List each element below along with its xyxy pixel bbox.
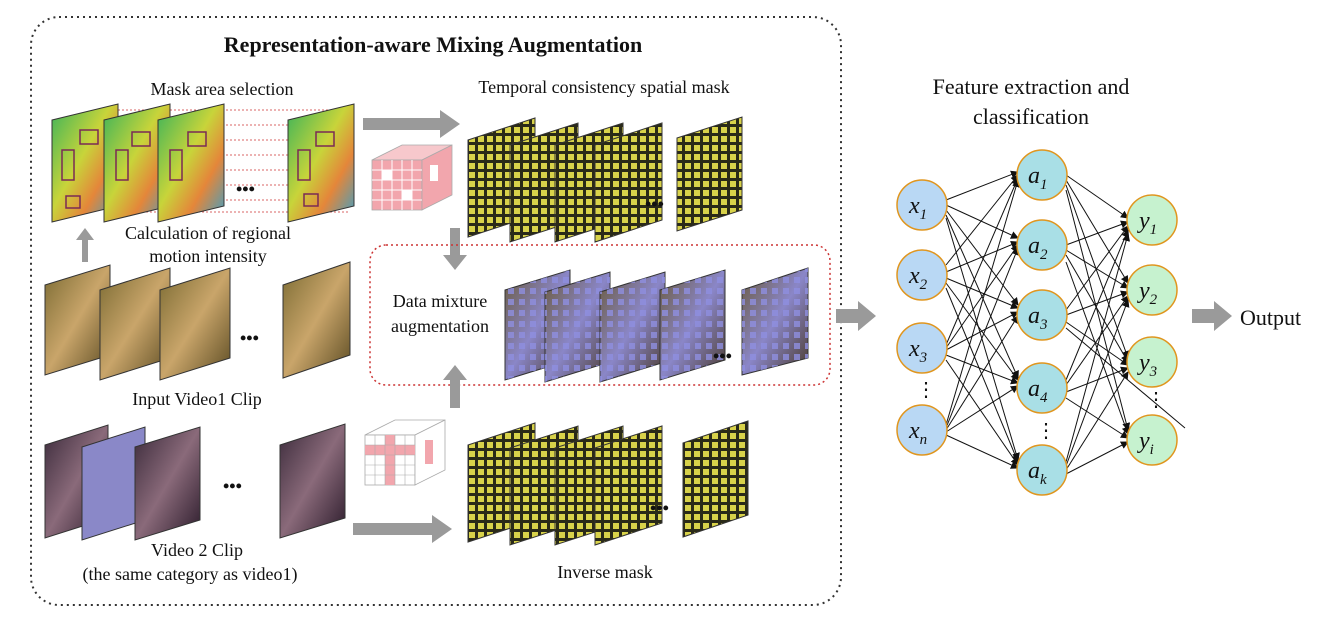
arrow-right-bottom	[353, 515, 452, 543]
ellipsis-video2: •••	[223, 476, 242, 496]
svg-text:ak: ak	[1028, 458, 1047, 488]
input-node-x1: x1	[896, 179, 948, 231]
inverse-mask-frames	[467, 420, 749, 546]
arrow-to-output	[1192, 301, 1232, 331]
hidden-node-a3: a3	[1016, 289, 1068, 341]
svg-text:y2: y2	[1137, 278, 1158, 308]
svg-text:yi: yi	[1137, 428, 1154, 458]
hidden-node-a1: a1	[1016, 149, 1068, 201]
video2-frames	[44, 423, 346, 541]
output-layer: y1 y2 y3 ⋮ yi	[1126, 194, 1178, 466]
ellipsis-video1: •••	[240, 328, 259, 348]
output-node-y1: y1	[1126, 194, 1178, 246]
svg-text:y1: y1	[1137, 208, 1157, 238]
mixture-frames	[504, 267, 809, 383]
svg-text:x2: x2	[908, 263, 928, 293]
ellipsis-inverse: •••	[650, 498, 669, 518]
network-edges	[945, 170, 1186, 475]
input-layer: x1 x2 x3 ⋮ xn	[896, 179, 948, 456]
mixture-box	[369, 244, 831, 386]
label-feature-1: Feature extraction and	[933, 74, 1130, 99]
svg-text:x1: x1	[908, 193, 927, 223]
svg-text:a3: a3	[1028, 303, 1048, 333]
svg-text:x3: x3	[908, 336, 927, 366]
input-node-x3: x3	[896, 322, 948, 374]
label-output: Output	[1240, 305, 1301, 330]
hidden-node-ak: ak	[1016, 444, 1068, 496]
ellipsis-heatmap: •••	[236, 179, 255, 199]
label-feature-2: classification	[973, 104, 1089, 129]
svg-text:xn: xn	[908, 418, 927, 448]
video1-frames	[44, 261, 351, 381]
output-node-y3: y3	[1126, 336, 1178, 388]
label-temporal-mask: Temporal consistency spatial mask	[478, 77, 729, 97]
ellipsis-mixture: •••	[713, 346, 732, 366]
input-vdots: ⋮	[916, 379, 936, 401]
label-regional-motion-1: Calculation of regional	[125, 223, 291, 243]
svg-text:a4: a4	[1028, 376, 1048, 406]
arrow-to-network	[836, 301, 876, 331]
svg-text:y3: y3	[1137, 350, 1157, 380]
label-data-mixture-2: augmentation	[391, 316, 489, 336]
input-node-x2: x2	[896, 249, 948, 301]
label-regional-motion-2: motion intensity	[149, 246, 267, 266]
label-data-mixture-1: Data mixture	[393, 291, 487, 311]
mask-cube-bottom	[364, 419, 446, 486]
label-input-video1: Input Video1 Clip	[132, 389, 262, 409]
arrow-right-top	[363, 110, 460, 138]
temporal-mask-frames	[467, 116, 743, 243]
hidden-node-a2: a2	[1016, 219, 1068, 271]
label-mask-area-selection: Mask area selection	[151, 79, 294, 99]
svg-text:a2: a2	[1028, 233, 1048, 263]
hidden-vdots: ⋮	[1036, 420, 1056, 442]
label-inverse-mask: Inverse mask	[557, 562, 652, 582]
arrow-up-motion	[76, 228, 94, 262]
hidden-node-a4: a4	[1016, 362, 1068, 414]
output-vdots: ⋮	[1146, 389, 1166, 411]
ellipsis-temporal: •••	[645, 194, 664, 214]
label-video2-2: (the same category as video1)	[83, 564, 298, 585]
arrow-down-mixture	[443, 228, 467, 270]
output-node-yi: yi	[1126, 414, 1178, 466]
heatmap-frames	[51, 103, 355, 223]
input-node-xn: xn	[896, 404, 948, 456]
panel-title: Representation-aware Mixing Augmentation	[224, 32, 642, 57]
label-video2-1: Video 2 Clip	[151, 540, 243, 560]
output-node-y2: y2	[1126, 264, 1178, 316]
svg-text:a1: a1	[1028, 163, 1048, 193]
arrow-up-mixture	[443, 365, 467, 408]
hidden-layer: a1 a2 a3 a4 ⋮ ak	[1016, 149, 1068, 496]
mask-cube-top	[371, 144, 453, 211]
